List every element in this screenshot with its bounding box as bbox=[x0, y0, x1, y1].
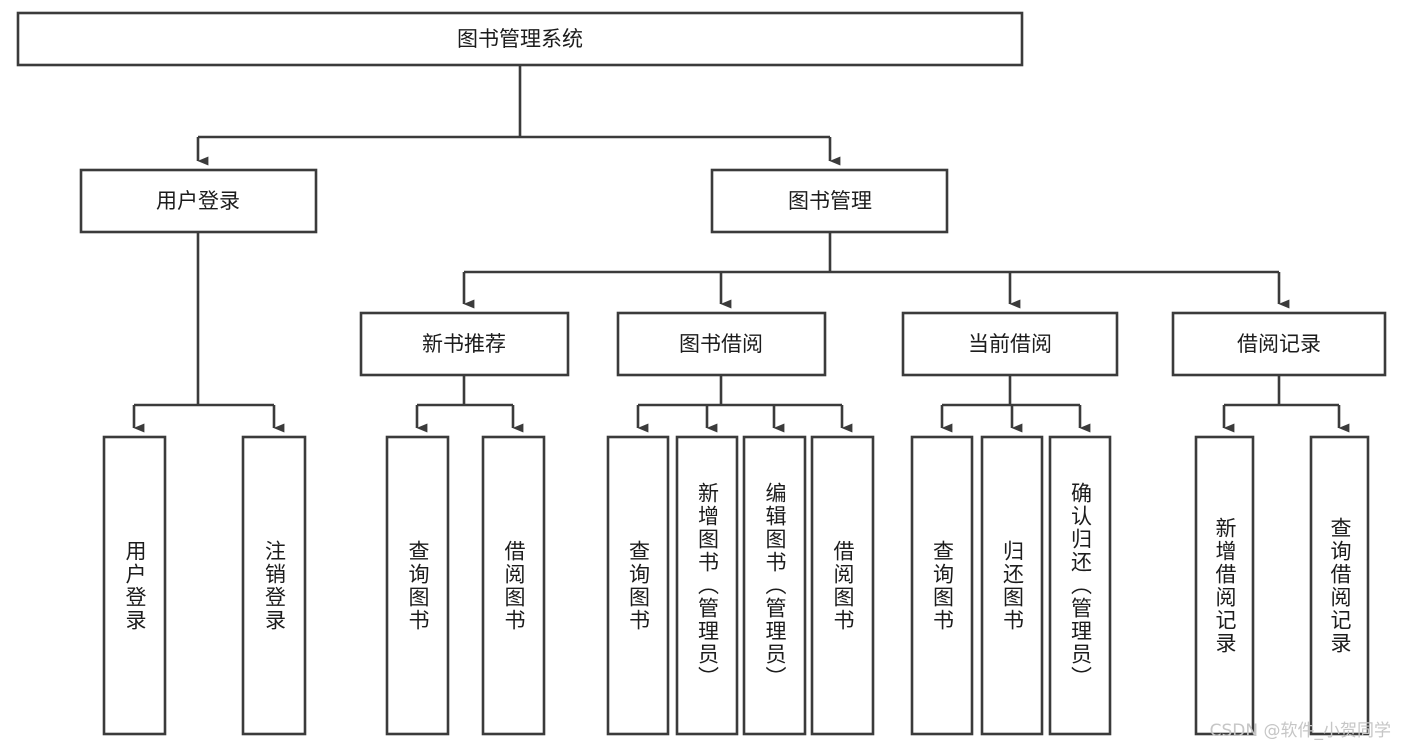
node-user-login-label: 用户登录 bbox=[156, 189, 240, 213]
connector-group-root bbox=[196, 65, 841, 166]
leaf-node-boxes bbox=[102, 435, 1370, 736]
leaf-box-query-record[interactable] bbox=[1309, 435, 1370, 736]
node-book-borrow[interactable]: 图书借阅 bbox=[616, 311, 827, 377]
leaf-box-add-record[interactable] bbox=[1194, 435, 1255, 736]
connector-group-borrow-record bbox=[1222, 375, 1350, 433]
leaf-box-borrow-book-1[interactable] bbox=[481, 435, 546, 736]
leaf-box-query-book-3[interactable] bbox=[910, 435, 974, 736]
leaf-box-borrow-book-2[interactable] bbox=[810, 435, 875, 736]
node-current-borrow-label: 当前借阅 bbox=[968, 332, 1052, 356]
node-user-login-box bbox=[79, 168, 318, 234]
node-root-system-label: 图书管理系统 bbox=[457, 27, 583, 51]
connector-group-book-borrow bbox=[636, 375, 853, 433]
node-book-manage-box bbox=[710, 168, 949, 234]
leaf-box-logout[interactable] bbox=[241, 435, 307, 736]
leaf-box-user-login[interactable] bbox=[102, 435, 167, 736]
node-root-system[interactable]: 图书管理系统 bbox=[16, 11, 1024, 67]
node-book-borrow-label: 图书借阅 bbox=[679, 332, 763, 356]
leaf-box-query-book-1[interactable] bbox=[385, 435, 450, 736]
connector-group-current-borrow bbox=[940, 375, 1091, 433]
node-borrow-record-label: 借阅记录 bbox=[1237, 332, 1321, 356]
connector-group-book-manage bbox=[462, 232, 1290, 309]
node-new-book-rec-box bbox=[359, 311, 570, 377]
leaf-box-return-book[interactable] bbox=[980, 435, 1044, 736]
connector-group-new-book-rec bbox=[415, 375, 524, 433]
node-current-borrow-box bbox=[901, 311, 1119, 377]
node-book-borrow-box bbox=[616, 311, 827, 377]
node-new-book-rec-label: 新书推荐 bbox=[422, 332, 506, 356]
node-new-book-rec[interactable]: 新书推荐 bbox=[359, 311, 570, 377]
node-borrow-record[interactable]: 借阅记录 bbox=[1171, 311, 1387, 377]
leaf-box-add-book[interactable] bbox=[675, 435, 739, 736]
node-book-manage[interactable]: 图书管理 bbox=[710, 168, 949, 234]
leaf-box-edit-book[interactable] bbox=[742, 435, 807, 736]
leaf-box-confirm-return[interactable] bbox=[1048, 435, 1112, 736]
node-user-login[interactable]: 用户登录 bbox=[79, 168, 318, 234]
node-root-system-box bbox=[16, 11, 1024, 67]
node-book-manage-label: 图书管理 bbox=[788, 189, 872, 213]
watermark: CSDN @软件_小贺同学 bbox=[1209, 721, 1391, 741]
node-current-borrow[interactable]: 当前借阅 bbox=[901, 311, 1119, 377]
node-borrow-record-box bbox=[1171, 311, 1387, 377]
leaf-box-query-book-2[interactable] bbox=[606, 435, 670, 736]
connector-group-user-login bbox=[132, 232, 285, 433]
